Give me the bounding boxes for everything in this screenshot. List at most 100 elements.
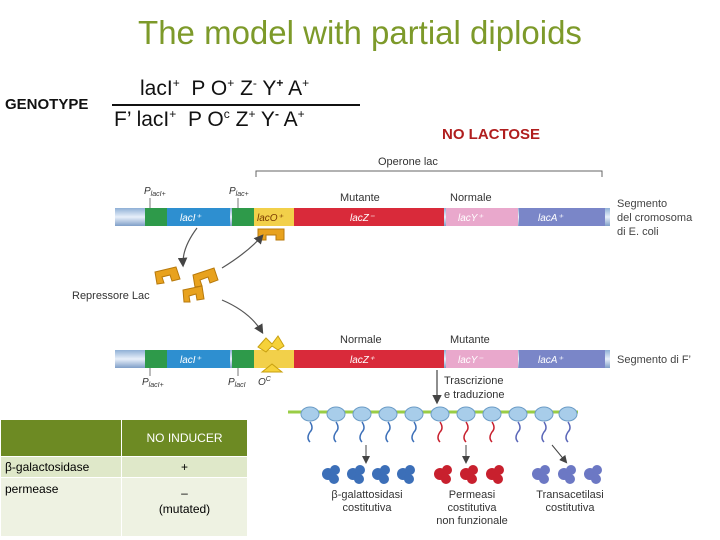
plasmid-promoter-label-2: PlacI: [228, 377, 246, 389]
table-row-name: permease: [0, 477, 122, 537]
z-sup: -: [252, 76, 257, 90]
operone-label: Operone lac: [378, 156, 438, 168]
table-header-empty: [0, 419, 122, 457]
product-permease-line-2: costitutiva: [448, 502, 498, 514]
plasmid-status-right: Mutante: [450, 334, 490, 346]
y-sup: +: [276, 76, 284, 90]
table-row: β-galactosidase +: [0, 456, 248, 478]
chr-gene-lacI: [167, 208, 230, 226]
repressor-free-1: [154, 266, 181, 285]
plasmid-segment-label: Segmento di F’: [617, 354, 691, 366]
chr-promoter-label-1: PlacI+: [144, 186, 166, 198]
chr-segment-label-1: Segmento: [617, 198, 667, 210]
f-prime: F’: [114, 108, 131, 131]
chr-status-left: Mutante: [340, 192, 380, 204]
plasmid-gene-label-lacY: lacY⁻: [458, 355, 483, 366]
chr-status-right: Normale: [450, 192, 492, 204]
permease-protein-icons: [434, 465, 504, 484]
plasmid-promoter-label-1: PlacI+: [142, 377, 164, 389]
table-row: permease – (mutated): [0, 477, 248, 537]
z-symbol: Z: [240, 77, 253, 100]
chr-gene-lacY: [446, 208, 518, 226]
transacetylase-protein-icons: [532, 465, 602, 484]
table-row-name: β-galactosidase: [0, 456, 122, 478]
lacI-sup: +: [169, 107, 177, 121]
chr-operator: [254, 208, 294, 226]
chr-segment-label-2: del cromosoma: [617, 212, 693, 224]
lacI-sup: +: [172, 76, 180, 90]
plasmid-gene-label-lacA: lacA⁺: [538, 355, 563, 366]
table-row-value: –: [181, 486, 188, 500]
chr-gene-lacA: [519, 208, 605, 226]
a-sup: +: [297, 107, 305, 121]
a-sup: +: [302, 76, 310, 90]
result-table: NO INDUCER β-galactosidase + permease – …: [0, 419, 248, 537]
product-bgal-line-2: costitutiva: [343, 502, 393, 514]
plasmid-promoter-block-1: [145, 350, 167, 368]
transcription-label-2: e traduzione: [444, 389, 505, 401]
p-symbol: P: [191, 77, 206, 100]
chr-gene-label-lacY: lacY⁺: [458, 213, 483, 224]
table-header-row: NO INDUCER: [0, 419, 248, 457]
transcription-label-1: Trascrizione: [444, 375, 504, 387]
genotype-line-1: lacI+ P O+ Z- Y+ A+: [140, 76, 309, 101]
repressor-label: Repressore Lac: [72, 290, 150, 302]
y-symbol: Y: [260, 108, 275, 131]
repressor-unbound-oc: [257, 335, 285, 353]
z-sup: +: [248, 107, 256, 121]
chr-gene-lacZ: [294, 208, 444, 226]
y-symbol: Y: [262, 77, 277, 100]
chr-gene-label-lacZ: lacZ⁻: [350, 213, 375, 224]
product-permease-line-3: non funzionale: [436, 515, 508, 527]
plasmid-gene-lacZ: [294, 350, 444, 368]
plasmid-status-left: Normale: [340, 334, 382, 346]
arrow-repressor-to-operator: [221, 234, 264, 269]
page-title: The model with partial diploids: [138, 14, 582, 51]
oc-mutation-mark: [260, 363, 284, 373]
plasmid-oc-label: OC: [258, 376, 272, 388]
operone-bracket: [255, 170, 603, 177]
a-symbol: A: [283, 108, 298, 131]
o-symbol: O: [210, 77, 228, 100]
plasmid-gene-lacY: [446, 350, 518, 368]
table-row-value: +: [121, 456, 248, 478]
o-sup: c: [223, 107, 230, 121]
plasmid-gene-lacI: [167, 350, 230, 368]
arrow-to-transacetylase: [551, 444, 568, 464]
lacI-symbol: lacI: [136, 108, 170, 131]
product-bgal-line-1: β-galattosidasi: [331, 489, 402, 501]
lacI-symbol: lacI: [140, 77, 173, 100]
chr-segment-label-3: di E. coli: [617, 226, 659, 238]
genotype-line-2: F’ lacI+ P Oc Z+ Y- A+: [114, 107, 305, 132]
chr-promoter-block-2: [232, 208, 254, 226]
arrow-lacI-to-repressor: [177, 227, 198, 268]
table-row-value-cell: – (mutated): [121, 477, 248, 537]
chr-gene-label-lacI: lacI⁺: [180, 213, 202, 224]
product-transacetylase-line-2: costitutiva: [546, 502, 596, 514]
table-row-note: (mutated): [158, 502, 211, 516]
genotype-rule: [112, 104, 360, 106]
nascent-polypeptides: [307, 421, 571, 443]
repressor-free-2: [192, 267, 219, 288]
condition-label: NO LACTOSE: [442, 126, 541, 143]
product-permease-line-1: Permeasi: [449, 489, 495, 501]
plasmid-gene-lacA: [519, 350, 605, 368]
plasmid-gene-label-lacI: lacI⁺: [180, 355, 202, 366]
arrow-repressor-to-oc: [221, 299, 264, 335]
product-transacetylase-line-1: Transacetilasi: [536, 489, 603, 501]
o-sup: +: [227, 76, 235, 90]
plasmid-promoter-block-2: [232, 350, 254, 368]
o-symbol: O: [207, 108, 224, 131]
chr-promoter-label-2: Plac+: [229, 186, 249, 198]
chr-promoter-block-1: [145, 208, 167, 226]
p-symbol: P: [187, 108, 202, 131]
repressor-bound-operator: [257, 228, 285, 241]
bgal-protein-icons: [322, 465, 415, 484]
chr-gene-label-lacA: lacA⁺: [538, 213, 563, 224]
plasmid-gene-label-lacZ: lacZ⁺: [350, 355, 375, 366]
ribosomes: [300, 406, 578, 422]
a-symbol: A: [288, 77, 303, 100]
y-sup: -: [274, 107, 279, 121]
plasmid-operator-oc: [254, 350, 294, 368]
